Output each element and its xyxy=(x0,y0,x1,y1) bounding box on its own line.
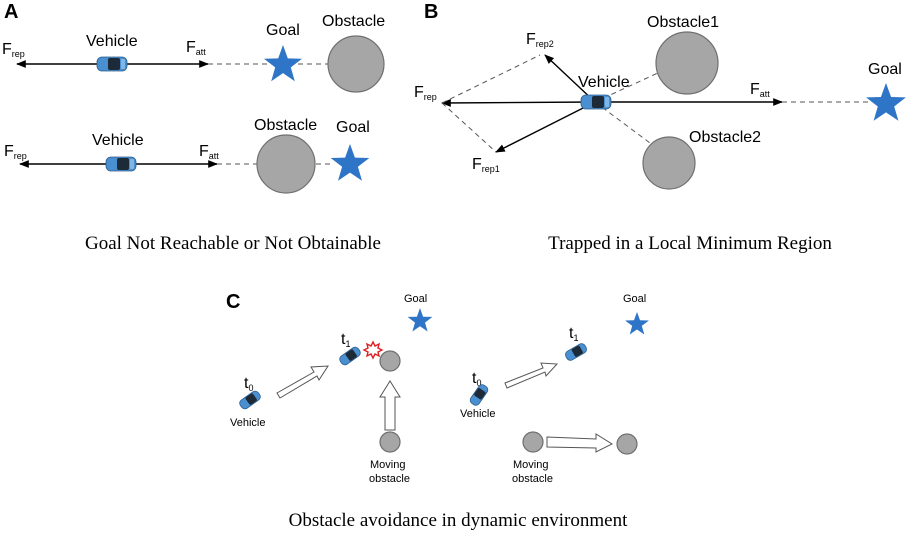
b-goal-star-icon xyxy=(866,83,906,121)
c-right-hollow-arrow-icon xyxy=(504,362,559,389)
c-right-moving-label-1: Moving xyxy=(513,459,548,471)
b-vehicle-icon xyxy=(580,94,612,110)
b-rep-arrow xyxy=(441,99,596,107)
b-goal-label: Goal xyxy=(868,61,902,78)
b-obstacle1-label: Obstacle1 xyxy=(647,14,719,31)
a-top-obstacle-label: Obstacle xyxy=(322,13,385,30)
c-right-obstacle-t1 xyxy=(616,433,638,455)
a-top-goal-star-icon xyxy=(264,45,302,82)
a-top-vehicle-label: Vehicle xyxy=(86,33,138,50)
b-frep-label: Frep xyxy=(414,84,437,102)
a-bottom-frep-label: Frep xyxy=(4,143,27,161)
b-fatt-label: Fatt xyxy=(750,81,770,99)
b-obstacle2 xyxy=(642,136,696,190)
a-bottom-fatt-label: Fatt xyxy=(199,143,219,161)
c-right-vehicle-label: Vehicle xyxy=(460,408,495,420)
c-caption: Obstacle avoidance in dynamic environmen… xyxy=(289,510,628,531)
c-left-t1-label: t1 xyxy=(341,331,350,349)
c-right-t0-label: t0 xyxy=(472,370,481,388)
b-dashed-rep1-line xyxy=(441,102,497,153)
c-left-goal-star-icon xyxy=(407,308,433,332)
b-caption: Trapped in a Local Minimum Region xyxy=(548,233,832,254)
c-left-hollow-arrow-icon xyxy=(276,365,329,399)
a-top-fatt-label: Fatt xyxy=(186,39,206,57)
a-top-goal-label: Goal xyxy=(266,22,300,39)
a-bottom-vehicle-label: Vehicle xyxy=(92,132,144,149)
c-left-t0-label: t0 xyxy=(244,375,253,393)
a-bottom-goal-label: Goal xyxy=(336,119,370,136)
c-left-obstacle-t0 xyxy=(379,431,401,453)
c-left-goal-label: Goal xyxy=(404,293,427,305)
c-left-obstacle-hollow-arrow-icon xyxy=(379,380,401,431)
a-caption: Goal Not Reachable or Not Obtainable xyxy=(85,233,381,254)
b-rep2-arrow xyxy=(544,54,596,103)
a-bottom-obstacle xyxy=(256,134,316,194)
a-top-frep-label: Frep xyxy=(2,41,25,59)
panel-c-letter: C xyxy=(226,291,240,313)
b-obstacle2-label: Obstacle2 xyxy=(689,129,761,146)
a-top-vehicle-icon xyxy=(96,56,128,72)
c-left-obstacle-t1 xyxy=(379,350,401,372)
b-vehicle-label: Vehicle xyxy=(578,74,630,91)
c-left-moving-label-1: Moving xyxy=(370,459,405,471)
c-right-obstacle-hollow-arrow-icon xyxy=(546,433,614,453)
c-right-moving-label-2: obstacle xyxy=(512,473,553,485)
a-top-obstacle xyxy=(327,35,385,93)
c-right-t1-label: t1 xyxy=(569,325,578,343)
c-right-goal-label: Goal xyxy=(623,293,646,305)
b-frep1-label: Frep1 xyxy=(472,156,500,174)
a-bottom-obstacle-label: Obstacle xyxy=(254,117,317,134)
c-left-moving-label-2: obstacle xyxy=(369,473,410,485)
b-rep1-arrow xyxy=(495,101,596,153)
c-right-obstacle-t0 xyxy=(522,431,544,453)
b-obstacle1 xyxy=(655,31,719,95)
c-left-collision-burst-icon xyxy=(362,340,384,360)
panel-b-letter: B xyxy=(424,1,438,23)
b-frep2-label: Frep2 xyxy=(526,31,554,49)
b-dashed-rep2-line xyxy=(441,54,541,104)
a-bottom-vehicle-icon xyxy=(105,156,137,172)
a-bottom-goal-star-icon xyxy=(330,144,370,181)
c-right-goal-star-icon xyxy=(625,312,649,335)
panel-a-letter: A xyxy=(4,1,18,23)
c-left-vehicle-label: Vehicle xyxy=(230,417,265,429)
c-right-vehicle-t1-icon xyxy=(563,341,589,363)
